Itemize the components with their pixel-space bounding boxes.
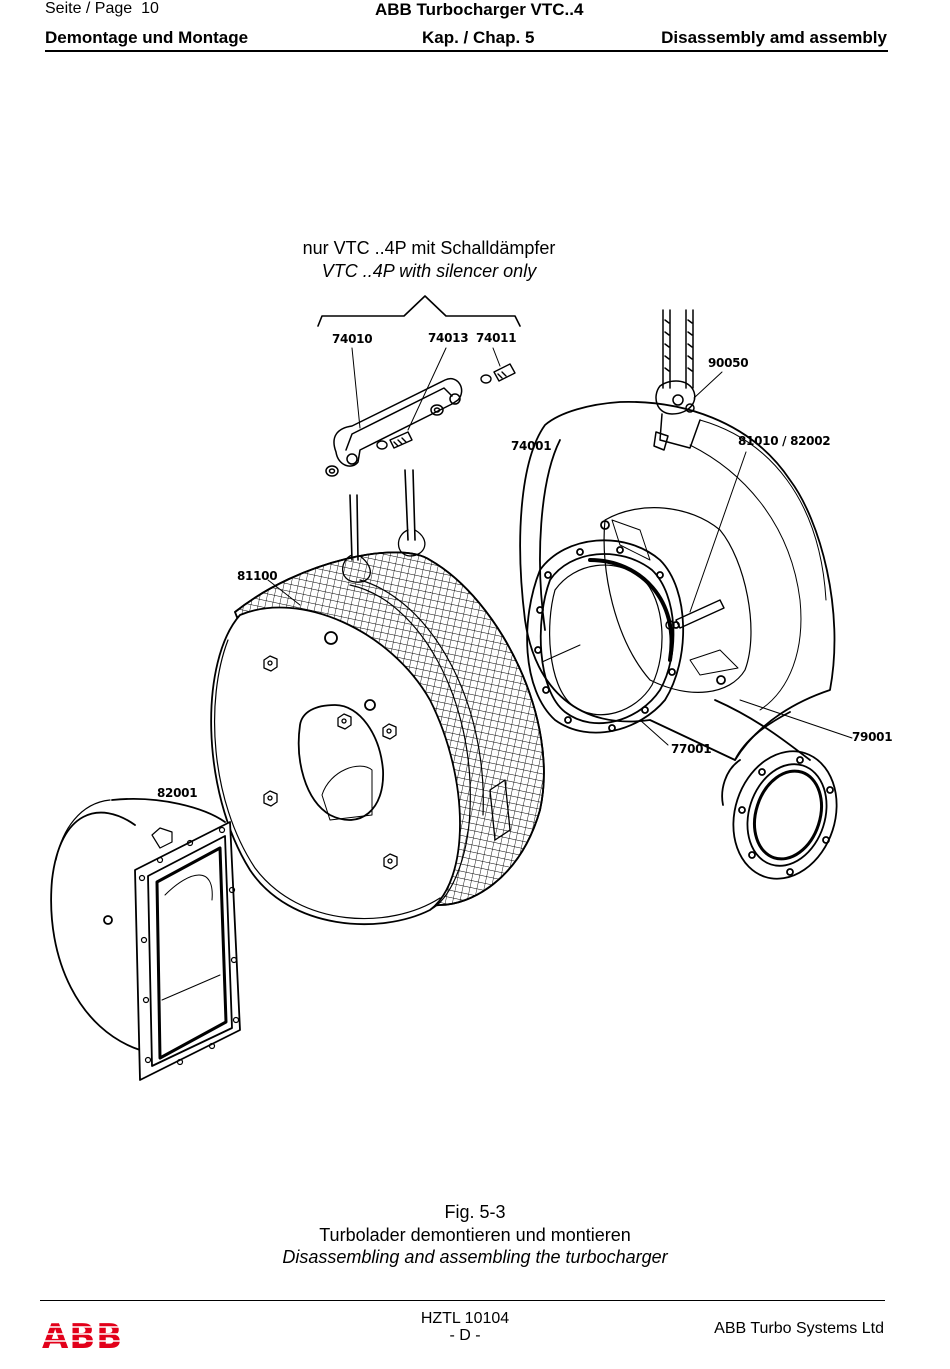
compressor-flange-77001 bbox=[526, 539, 685, 734]
callout-81100: 81100 bbox=[237, 569, 278, 583]
silencer-note-de: nur VTC ..4P mit Schalldämpfer bbox=[302, 238, 556, 258]
figure-caption-de: Turbolader demontieren und montieren bbox=[319, 1225, 631, 1245]
callout-79001: 79001 bbox=[852, 730, 893, 744]
chapter-label: Kap. / Chap. 5 bbox=[422, 28, 535, 47]
gas-inlet-casing-74001 bbox=[519, 400, 836, 806]
bolts-74011 bbox=[376, 363, 516, 450]
abb-logo: ABB bbox=[42, 1317, 126, 1351]
handle-74010 bbox=[325, 377, 463, 477]
callout-74011: 74011 bbox=[476, 331, 517, 345]
silencer-brace bbox=[317, 295, 521, 327]
figure-caption-en: Disassembling and assembling the turboch… bbox=[282, 1247, 668, 1267]
page-label: Seite / Page 10 bbox=[45, 0, 159, 18]
air-inlet-82001 bbox=[50, 798, 241, 1081]
outlet-flange bbox=[732, 750, 838, 880]
product-title: ABB Turbocharger VTC..4 bbox=[375, 0, 584, 19]
page-number: 10 bbox=[141, 0, 159, 17]
section-title-en: Disassembly amd assembly bbox=[661, 28, 887, 47]
page-label-text: Seite / Page bbox=[45, 0, 133, 17]
footer-rule bbox=[40, 1300, 885, 1301]
gasket-79001 bbox=[588, 558, 674, 662]
callout-90050: 90050 bbox=[708, 356, 749, 370]
callout-74010: 74010 bbox=[332, 332, 373, 346]
company-name: ABB Turbo Systems Ltd bbox=[714, 1320, 884, 1337]
stud-81010 bbox=[665, 599, 725, 630]
header-rule bbox=[45, 50, 888, 52]
callout-74013: 74013 bbox=[428, 331, 469, 345]
section-title-de: Demontage und Montage bbox=[45, 28, 249, 47]
document-number: HZTL 10104 bbox=[420, 1310, 510, 1327]
callout-82001: 82001 bbox=[157, 786, 198, 800]
callout-77001: 77001 bbox=[671, 742, 712, 756]
silencer-note-en: VTC ..4P with silencer only bbox=[321, 261, 537, 281]
silencer-81100 bbox=[210, 469, 545, 925]
callout-74001: 74001 bbox=[511, 439, 552, 453]
figure-number: Fig. 5-3 bbox=[444, 1202, 506, 1222]
callout-81010-82002: 81010 / 82002 bbox=[738, 434, 831, 448]
language-code: - D - bbox=[449, 1327, 481, 1344]
lifting-rope-90050 bbox=[653, 309, 701, 451]
